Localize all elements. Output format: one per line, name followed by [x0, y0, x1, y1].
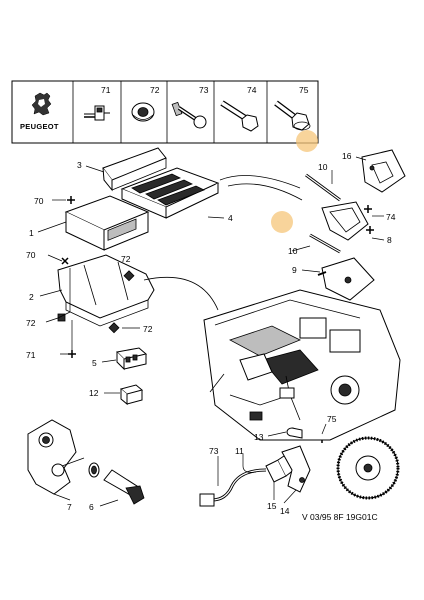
hex-bolt-icon — [220, 100, 259, 132]
callout: 75 — [327, 414, 337, 424]
callout-labels: 3 70 1 4 70 72 2 72 72 71 5 12 16 10 74 … — [26, 151, 396, 516]
watermark-dot — [271, 211, 293, 233]
hose-10 — [305, 173, 341, 254]
brand-logo-text: PEUGEOT — [20, 122, 59, 131]
flange-bolt-icon — [274, 100, 311, 131]
part-number: 71 — [101, 85, 111, 95]
wiring-loom — [219, 175, 301, 189]
leader-lines — [37, 156, 385, 507]
callout: 11 — [235, 446, 244, 456]
relay-bracket-16 — [361, 149, 406, 193]
engine-bay-illustration — [203, 289, 401, 441]
callout: 72 — [143, 324, 153, 334]
callout: 12 — [89, 388, 99, 398]
header-parts-strip: PEUGEOT 71 72 73 74 75 — [11, 80, 319, 144]
wiring-loom — [227, 183, 303, 201]
callout: 13 — [254, 432, 264, 442]
callout: 72 — [121, 254, 131, 264]
temperature-sensor-6 — [103, 469, 145, 505]
stud-bolt-icon — [171, 101, 207, 129]
watermark-dot — [296, 130, 318, 152]
ecu-connector-part — [120, 167, 220, 219]
header-frame — [11, 80, 319, 144]
bushing-13 — [286, 427, 303, 439]
callout: 72 — [26, 318, 36, 328]
callout: 1 — [29, 228, 34, 238]
callout: 15 — [267, 501, 277, 511]
wire-clip-icon — [84, 105, 110, 121]
crank-sensor-cable-11 — [199, 468, 267, 507]
callout: 71 — [26, 350, 36, 360]
nut-72-marker — [108, 322, 120, 334]
connector-cover-part — [102, 147, 167, 192]
part-number: 72 — [150, 85, 160, 95]
mounting-plate-part — [57, 254, 155, 327]
thermostat-housing-7 — [27, 419, 85, 495]
nut-72-marker — [123, 270, 135, 282]
relay-part — [119, 384, 144, 406]
diagram-reference: V 03/95 8F 19G01C — [302, 512, 378, 522]
relay-connector-part — [115, 347, 148, 371]
callout: 70 — [34, 196, 44, 206]
callout: 8 — [387, 235, 392, 245]
nut-icon — [131, 102, 155, 122]
callout: 70 — [26, 250, 36, 260]
callout: 7 — [67, 502, 72, 512]
bracket-8 — [321, 201, 369, 241]
callout: 74 — [386, 212, 396, 222]
part-number: 73 — [199, 85, 209, 95]
wiring-loom — [143, 276, 219, 311]
sensor-bracket-14 — [281, 445, 311, 493]
callout: 9 — [292, 265, 297, 275]
callout: 2 — [29, 292, 34, 302]
callout: 14 — [280, 506, 290, 516]
part-number: 75 — [299, 85, 309, 95]
callout: 3 — [77, 160, 82, 170]
peugeot-lion-logo — [31, 92, 52, 116]
callout: 73 — [209, 446, 219, 456]
callout: 5 — [92, 358, 97, 368]
callout: 4 — [228, 213, 233, 223]
sensor-bracket-9 — [317, 257, 375, 301]
callout: 6 — [89, 502, 94, 512]
callout: 10 — [288, 246, 298, 256]
nut-72-marker — [57, 313, 66, 322]
seal-washer — [91, 465, 97, 475]
part-number: 74 — [247, 85, 257, 95]
callout: 16 — [342, 151, 352, 161]
ecu-unit-part — [64, 195, 150, 251]
callout: 10 — [318, 162, 328, 172]
flywheel-illustration — [336, 436, 400, 500]
